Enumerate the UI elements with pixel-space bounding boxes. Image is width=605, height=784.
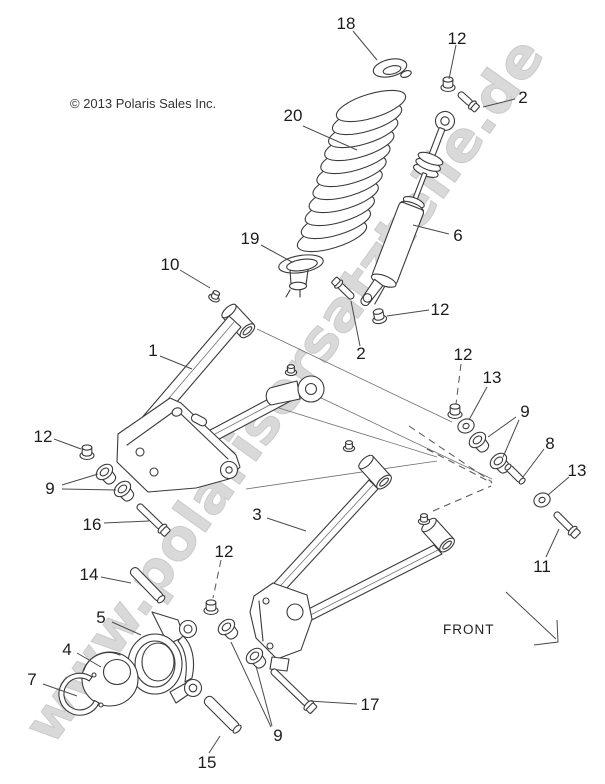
callout-9-left: 9 xyxy=(45,479,54,498)
callout-12-right: 12 xyxy=(454,345,473,364)
spacer-tube-lower xyxy=(203,695,242,734)
lower-arm-bushing-1 xyxy=(214,615,243,644)
pivot-hardware-right xyxy=(447,403,581,539)
wheel-bearing xyxy=(81,651,139,707)
front-label: FRONT xyxy=(443,622,495,637)
shock-top-bolt xyxy=(457,91,480,113)
callout-5: 5 xyxy=(96,608,105,627)
lower-arm-bolt xyxy=(270,668,318,714)
callout-1: 1 xyxy=(148,341,157,360)
callout-10: 10 xyxy=(161,255,180,274)
upper-arm-screw xyxy=(207,288,223,304)
callout-9-right: 9 xyxy=(520,402,529,421)
callout-3: 3 xyxy=(252,505,261,524)
alignment-lines xyxy=(245,328,493,512)
callout-11: 11 xyxy=(533,557,551,576)
pivot-hardware-left xyxy=(79,444,171,537)
coil-spring xyxy=(296,89,407,253)
shock-absorber xyxy=(360,110,456,307)
callout-4: 4 xyxy=(62,640,71,659)
callout-17: 17 xyxy=(361,695,380,714)
callout-labels: 18 12 2 20 6 19 10 1 12 2 12 13 9 8 13 1… xyxy=(27,14,586,772)
pivot-nut-right xyxy=(447,403,463,420)
callout-14: 14 xyxy=(80,565,99,584)
shock-top-nut xyxy=(440,76,456,93)
front-indicator: FRONT xyxy=(443,591,559,646)
upper-arm-stud xyxy=(284,364,298,377)
leader-lines xyxy=(42,30,570,754)
lower-arm-nut xyxy=(203,599,219,616)
copyright-text: © 2013 Polaris Sales Inc. xyxy=(70,96,216,111)
pivot-bolt-right xyxy=(553,511,581,539)
lower-arm-stud-front xyxy=(342,440,356,453)
pivot-spacer-right xyxy=(504,463,526,485)
pivot-bolt-left xyxy=(136,503,171,537)
callout-9-lower-arm: 9 xyxy=(273,726,282,745)
callout-12-shock-top: 12 xyxy=(448,29,467,48)
callout-12-left: 12 xyxy=(34,427,53,446)
lower-a-arm xyxy=(249,440,458,672)
callout-20: 20 xyxy=(284,106,303,125)
lower-arm-stud-rear xyxy=(417,513,431,526)
callout-2-shock-bottom: 2 xyxy=(356,344,365,363)
callout-13-right-outer: 13 xyxy=(568,461,587,480)
spacer-tube-upper xyxy=(129,566,166,604)
lower-arm-hardware xyxy=(203,599,318,714)
callout-19: 19 xyxy=(241,229,260,248)
callout-8: 8 xyxy=(545,434,554,453)
spring-retainer xyxy=(372,58,412,78)
upper-a-arm xyxy=(116,301,325,493)
callout-13-right-inner: 13 xyxy=(483,368,502,387)
snap-ring xyxy=(58,672,104,716)
shock-bottom-bolt xyxy=(331,276,355,300)
pivot-washer-inner-right xyxy=(455,416,477,436)
front-arrow-head xyxy=(533,619,559,646)
pivot-nut-left xyxy=(79,444,95,461)
callout-16: 16 xyxy=(83,515,102,534)
callout-7: 7 xyxy=(27,670,36,689)
knuckle xyxy=(127,611,203,704)
front-arrow-line xyxy=(505,591,557,640)
callout-18: 18 xyxy=(337,14,356,33)
callout-12-lower-arm: 12 xyxy=(215,542,234,561)
pivot-bushing-left-2 xyxy=(110,477,139,506)
spring-cup xyxy=(278,254,324,298)
callout-6: 6 xyxy=(453,226,462,245)
callout-15: 15 xyxy=(198,753,217,772)
pivot-bushing-right-1 xyxy=(465,428,494,457)
callout-2-shock-top: 2 xyxy=(518,88,527,107)
callout-12-shock-bottom: 12 xyxy=(431,300,450,319)
